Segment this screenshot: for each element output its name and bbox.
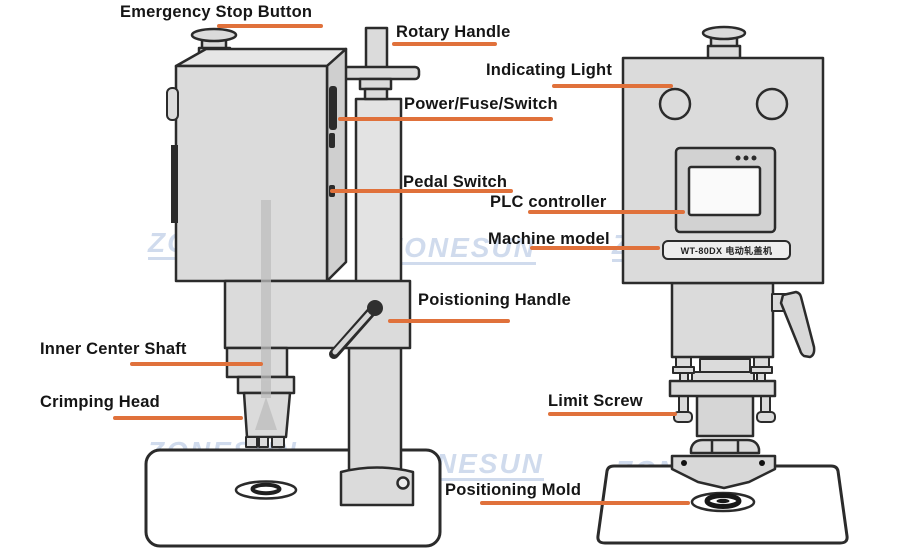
leader-crimping-head xyxy=(113,416,243,420)
inner-center-shaft xyxy=(255,200,277,430)
model-plate xyxy=(662,240,791,260)
column-foot xyxy=(339,466,415,507)
leader-emergency-stop-button xyxy=(217,24,323,28)
cabinet-front-face xyxy=(174,64,329,283)
mount-bolt-left xyxy=(681,460,687,466)
leader-inner-center-shaft xyxy=(130,362,263,366)
cabinet-top-face xyxy=(174,47,348,68)
foot-bolt xyxy=(396,476,410,490)
control-cabinet xyxy=(166,47,348,283)
positioning-mold xyxy=(234,480,298,500)
leader-plc-controller xyxy=(528,210,685,214)
power-fuse-switch-connector xyxy=(329,86,337,130)
limit-screw-right xyxy=(756,395,776,423)
mold-mount-block xyxy=(670,454,777,490)
leader-rotary-handle xyxy=(392,42,497,46)
head-housing xyxy=(223,279,412,350)
crimp-jaw xyxy=(689,438,761,455)
indicating-light-right xyxy=(755,87,789,121)
limit-screw-left xyxy=(673,395,693,423)
label-poistioning-handle: Poistioning Handle xyxy=(418,291,572,309)
leader-pedal-switch xyxy=(330,189,513,193)
left-machine-side-view xyxy=(144,26,442,548)
label-inner-center-shaft: Inner Center Shaft xyxy=(40,340,187,358)
positioning-handle xyxy=(329,300,383,359)
label-emergency-stop-button: Emergency Stop Button xyxy=(120,3,313,21)
right-machine-front-view xyxy=(596,25,849,545)
indicating-light-left xyxy=(658,87,692,121)
connector-small xyxy=(329,133,335,148)
positioning-mold xyxy=(690,491,756,513)
crimping-head-teeth xyxy=(245,436,285,448)
label-plc-controller: PLC controller xyxy=(490,193,607,211)
plc-screen xyxy=(687,165,762,217)
zonesun-watermark: ZONESUN xyxy=(385,232,536,265)
leader-limit-screw xyxy=(548,412,677,416)
label-indicating-light: Indicating Light xyxy=(486,61,613,79)
label-power-fuse-switch: Power/Fuse/Switch xyxy=(404,95,558,113)
head-flange xyxy=(668,379,777,398)
label-limit-screw: Limit Screw xyxy=(548,392,643,410)
cabinet-side-face xyxy=(325,47,348,283)
label-rotary-handle: Rotary Handle xyxy=(396,23,511,41)
label-positioning-mold: Positioning Mold xyxy=(445,481,582,499)
leader-machine-model xyxy=(530,246,660,250)
label-pedal-switch: Pedal Switch xyxy=(403,173,508,191)
positioning-handle xyxy=(771,290,816,359)
cabinet-left-strip xyxy=(171,145,178,223)
adjuster-screws xyxy=(672,356,773,382)
leader-indicating-light xyxy=(552,84,673,88)
emergency-stop-button xyxy=(701,25,747,61)
crimping-head-housing xyxy=(695,394,755,438)
mount-bolt-right xyxy=(759,460,765,466)
label-crimping-head: Crimping Head xyxy=(40,393,160,411)
label-machine-model: Machine model xyxy=(488,230,610,248)
leader-positioning-mold xyxy=(480,501,690,505)
leader-poistioning-handle xyxy=(388,319,510,323)
plc-controller-panel xyxy=(674,146,777,234)
cabinet-left-handle xyxy=(166,87,179,121)
head-block xyxy=(670,281,775,359)
stand-column-lower xyxy=(347,346,403,476)
model-plate-text: WT-80DX 电动轧盖机 xyxy=(680,245,773,256)
leader-power-fuse-switch xyxy=(338,117,553,121)
